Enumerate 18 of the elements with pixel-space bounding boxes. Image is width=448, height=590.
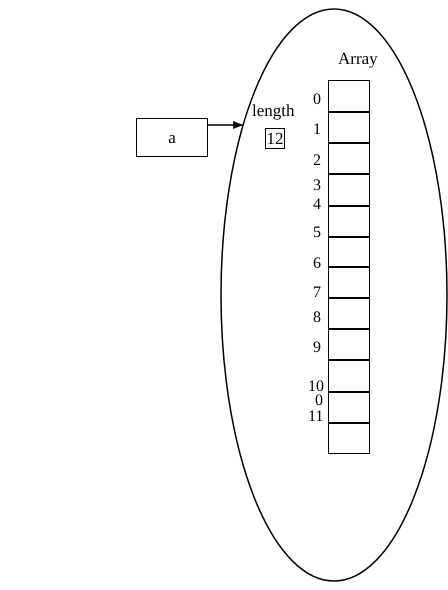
- variable-box: a: [136, 118, 208, 157]
- index-label: 9: [313, 340, 321, 356]
- field-value-box: 12: [265, 128, 285, 149]
- index-label: 6: [313, 256, 321, 272]
- arrow: [208, 121, 244, 129]
- index-label: 5: [313, 225, 321, 241]
- array-title: Array: [338, 50, 378, 67]
- index-label: 3: [313, 178, 321, 194]
- index-label: 11: [308, 409, 324, 425]
- index-label: 0: [313, 92, 321, 108]
- index-label: 8: [313, 310, 321, 326]
- field-name: length: [252, 102, 294, 119]
- index-label: 0: [315, 393, 323, 409]
- index-label: 7: [313, 285, 321, 301]
- index-label: 2: [313, 153, 321, 169]
- index-label: 1: [313, 122, 321, 138]
- index-label: 4: [313, 197, 321, 213]
- index-label: 10: [308, 379, 324, 395]
